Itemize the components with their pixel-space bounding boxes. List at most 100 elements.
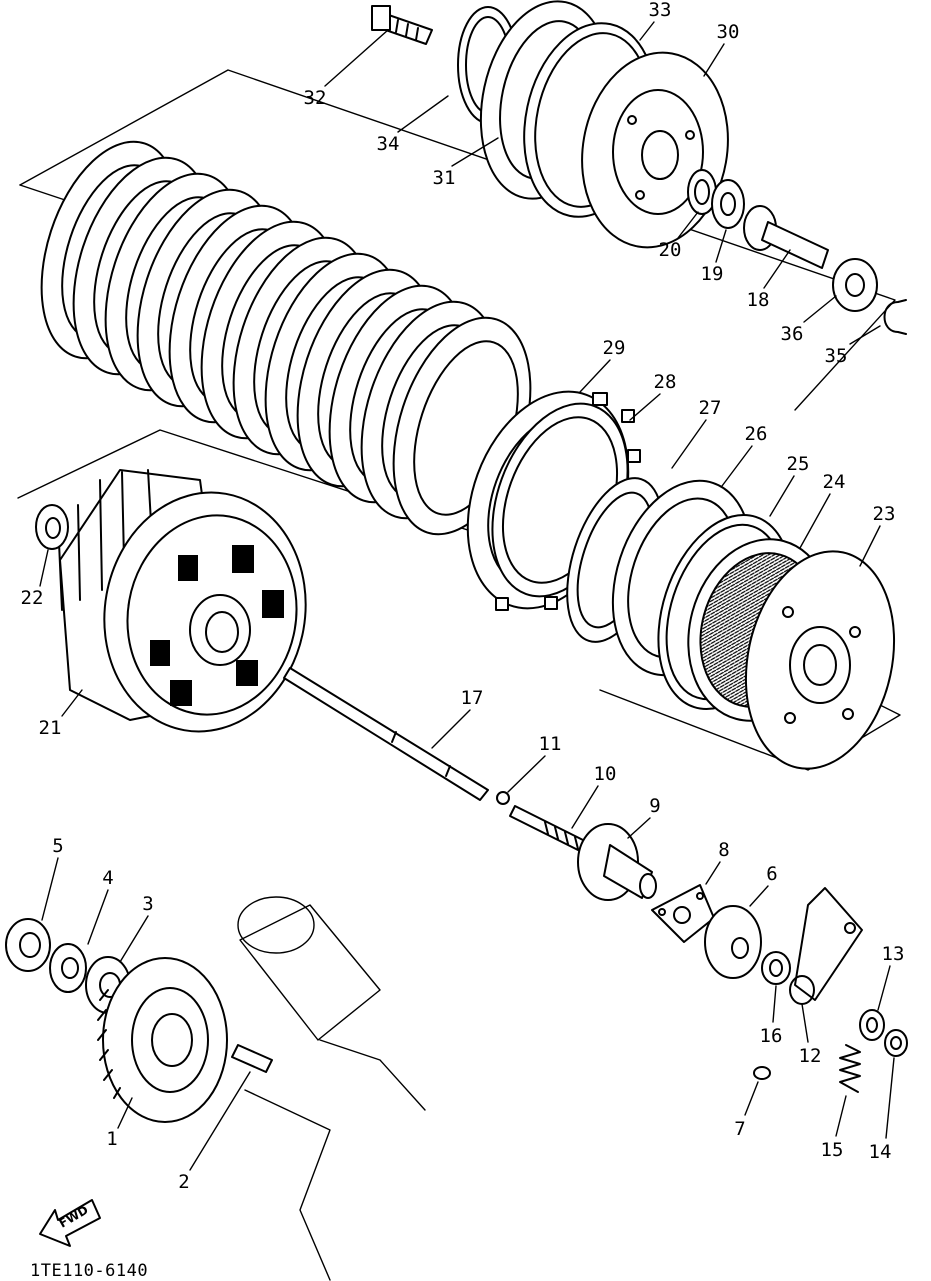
washer-13 bbox=[859, 1009, 885, 1041]
leader-line-p14 bbox=[885, 1057, 895, 1139]
part-number-p4: 4 bbox=[102, 867, 113, 889]
leader-line-p20 bbox=[677, 211, 699, 239]
leader-line-p25 bbox=[769, 475, 795, 517]
leader-line-p1 bbox=[117, 1097, 133, 1129]
clutch-plate-stack bbox=[40, 140, 532, 536]
washer-36 bbox=[832, 258, 878, 312]
part-number-p21: 21 bbox=[39, 717, 62, 739]
leader-line-p29 bbox=[579, 359, 611, 393]
leader-line-p15 bbox=[835, 1095, 847, 1137]
leader-line-p22 bbox=[39, 549, 49, 587]
part-number-p5: 5 bbox=[52, 835, 63, 857]
leader-line-p11 bbox=[507, 755, 546, 793]
part-number-p11: 11 bbox=[539, 733, 562, 755]
part-number-p8: 8 bbox=[718, 839, 729, 861]
leader-line-p17 bbox=[431, 709, 471, 749]
leader-line-p23 bbox=[859, 525, 881, 567]
part-number-p33: 33 bbox=[649, 0, 672, 21]
push-lever-12 bbox=[789, 887, 863, 1005]
spring-15 bbox=[839, 1044, 861, 1093]
part-number-p16: 16 bbox=[760, 1025, 783, 1047]
part-number-p10: 10 bbox=[594, 763, 617, 785]
crankshaft-reference-outline bbox=[237, 896, 426, 1281]
leader-line-p36 bbox=[803, 295, 837, 323]
lock-washer-22 bbox=[35, 504, 69, 550]
leader-line-p19 bbox=[715, 229, 727, 263]
leader-line-p12 bbox=[801, 1003, 809, 1043]
leader-line-p33 bbox=[639, 21, 655, 41]
leader-line-p10 bbox=[571, 785, 599, 829]
part-number-p36: 36 bbox=[781, 323, 804, 345]
nut-5 bbox=[5, 918, 51, 972]
part-number-p31: 31 bbox=[433, 167, 456, 189]
leader-line-p24 bbox=[799, 493, 831, 549]
bushing-16 bbox=[761, 951, 791, 985]
primary-drive-gear-1 bbox=[97, 957, 228, 1123]
part-number-p35: 35 bbox=[825, 345, 848, 367]
push-rod-18 bbox=[743, 205, 829, 269]
leader-line-p30 bbox=[703, 43, 725, 77]
part-number-p23: 23 bbox=[873, 503, 896, 525]
leader-line-p34 bbox=[397, 95, 449, 133]
leader-line-p35 bbox=[849, 325, 881, 345]
part-number-p7: 7 bbox=[734, 1118, 745, 1140]
part-number-p24: 24 bbox=[823, 471, 846, 493]
push-rod-17 bbox=[283, 667, 489, 801]
leader-line-p6 bbox=[749, 885, 769, 907]
leader-line-p18 bbox=[763, 249, 791, 289]
part-number-p12: 12 bbox=[799, 1045, 822, 1067]
part-number-p26: 26 bbox=[745, 423, 768, 445]
part-number-p18: 18 bbox=[747, 289, 770, 311]
part-number-p28: 28 bbox=[654, 371, 677, 393]
part-number-p29: 29 bbox=[603, 337, 626, 359]
lock-washer-4 bbox=[49, 943, 87, 993]
pressure-plate-23 bbox=[744, 550, 896, 770]
part-number-p1: 1 bbox=[106, 1128, 117, 1150]
leader-line-p16 bbox=[772, 985, 777, 1023]
part-number-p19: 19 bbox=[701, 263, 724, 285]
pin-7 bbox=[753, 1066, 771, 1080]
leader-line-p27 bbox=[671, 419, 707, 469]
circlip-35 bbox=[883, 299, 907, 335]
part-number-p3: 3 bbox=[142, 893, 153, 915]
part-number-p30: 30 bbox=[717, 21, 740, 43]
clutch-housing-21 bbox=[57, 469, 307, 733]
steel-ball-11 bbox=[496, 791, 510, 805]
part-number-p27: 27 bbox=[699, 397, 722, 419]
leader-line-p8 bbox=[705, 861, 721, 885]
part-number-p17: 17 bbox=[461, 687, 484, 709]
leader-line-p32 bbox=[324, 29, 389, 87]
part-number-p13: 13 bbox=[882, 943, 905, 965]
key-2 bbox=[231, 1044, 273, 1073]
bolt-32 bbox=[371, 5, 433, 45]
leader-line-p7 bbox=[744, 1081, 759, 1116]
part-number-p15: 15 bbox=[821, 1139, 844, 1161]
part-number-p22: 22 bbox=[21, 587, 44, 609]
leader-line-p4 bbox=[87, 889, 109, 945]
part-number-p2: 2 bbox=[178, 1171, 189, 1193]
part-number-p34: 34 bbox=[377, 133, 400, 155]
part-number-p14: 14 bbox=[869, 1141, 892, 1163]
leader-line-p21 bbox=[61, 689, 83, 717]
bearing-19 bbox=[711, 179, 745, 229]
forward-direction-arrow: FWD bbox=[39, 1199, 101, 1247]
part-number-p25: 25 bbox=[787, 453, 810, 475]
leader-line-p26 bbox=[721, 445, 753, 487]
push-lever-9 bbox=[577, 823, 657, 901]
leader-line-p13 bbox=[877, 965, 891, 1011]
part-number-p6: 6 bbox=[766, 863, 777, 885]
gasket-8 bbox=[651, 884, 715, 943]
part-callouts: 1234567891011121314151617181920212223242… bbox=[21, 0, 905, 1193]
leader-line-p3 bbox=[119, 915, 149, 963]
part-number-p20: 20 bbox=[659, 239, 682, 261]
leader-line-p28 bbox=[629, 393, 661, 421]
nut-14 bbox=[884, 1029, 908, 1057]
leader-line-p5 bbox=[41, 857, 59, 921]
leader-line-p31 bbox=[451, 137, 499, 167]
leader-line-p9 bbox=[627, 817, 651, 839]
part-number-p32: 32 bbox=[304, 87, 327, 109]
leader-line-p2 bbox=[189, 1071, 251, 1171]
part-number-p9: 9 bbox=[649, 795, 660, 817]
